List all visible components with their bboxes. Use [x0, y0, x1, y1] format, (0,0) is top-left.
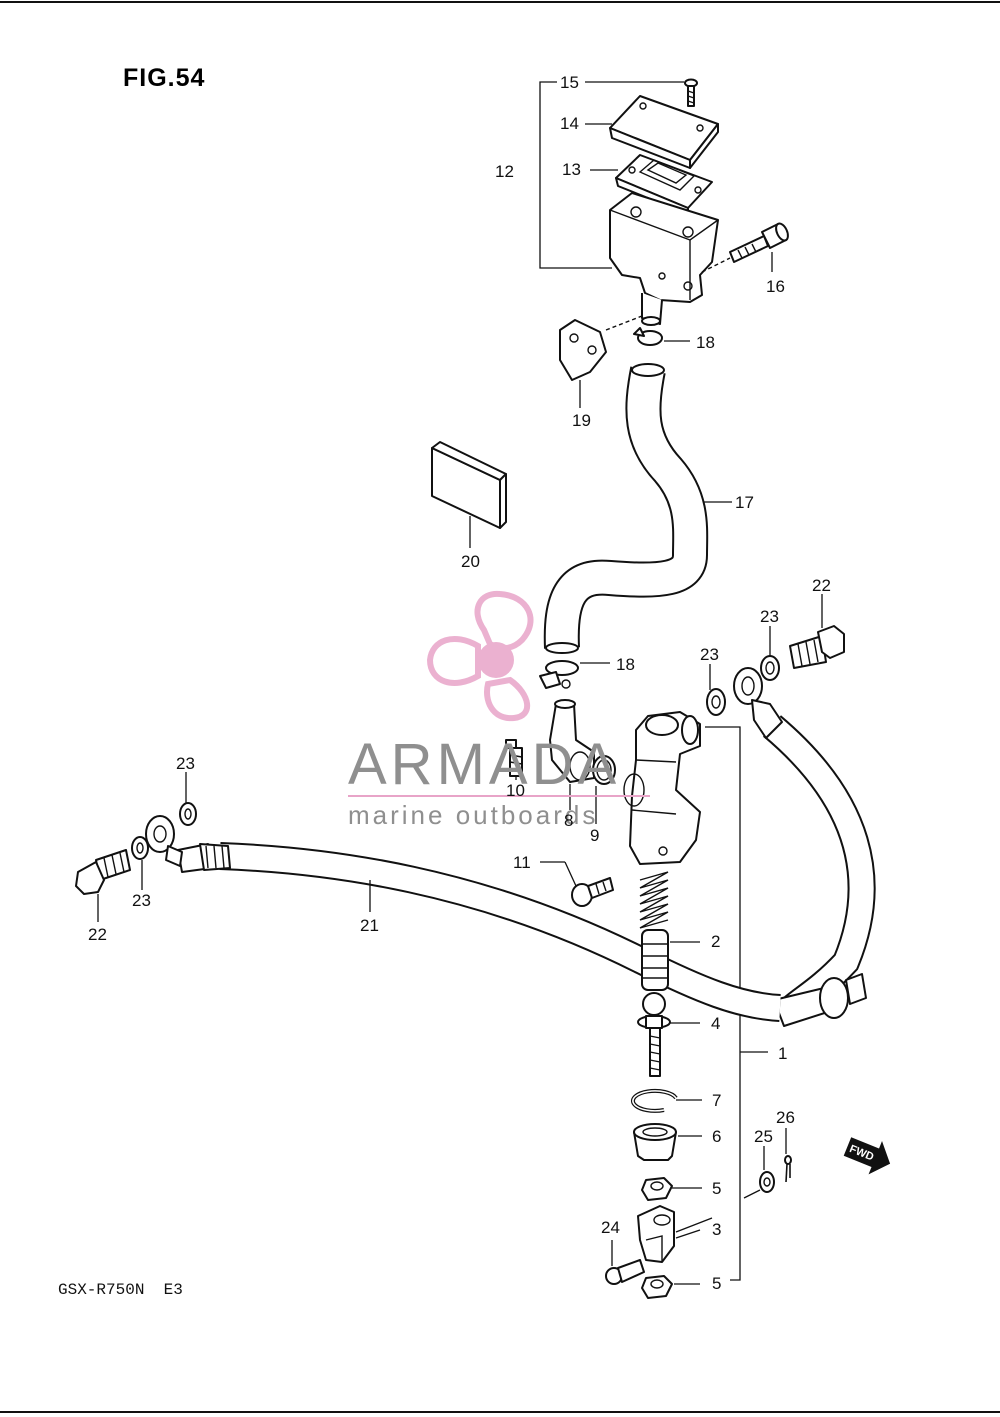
model-code: GSX-R750N E3 — [58, 1281, 183, 1299]
callout-2: 2 — [711, 932, 720, 951]
forward-direction-arrow: FWD — [843, 1137, 891, 1175]
circlip-7 — [631, 1088, 678, 1113]
caution-label-20 — [431, 441, 507, 529]
callout-26: 26 — [776, 1108, 795, 1127]
hose-clamp-18-lower — [539, 660, 579, 689]
screw-11 — [571, 877, 614, 907]
callout-24: 24 — [601, 1218, 620, 1237]
watermark-tagline: marine outboards — [348, 800, 598, 830]
brake-hose-21 — [145, 815, 781, 1022]
hose-clamp-18-upper — [633, 327, 663, 346]
union-bolt-22-right — [789, 625, 845, 669]
figure-title: FIG.54 — [123, 64, 205, 92]
callout-25: 25 — [754, 1127, 773, 1146]
callout-5-upper: 5 — [712, 1179, 721, 1198]
spacer-plate-19 — [559, 319, 607, 381]
callout-11: 11 — [513, 853, 531, 872]
callout-14: 14 — [560, 114, 579, 133]
hose-joint-8 — [549, 699, 595, 783]
callout-5-lower: 5 — [712, 1274, 721, 1293]
reservoir-hose-17 — [543, 363, 709, 654]
callout-23-upper-right: 23 — [760, 607, 779, 626]
nut-5-lower — [641, 1275, 673, 1299]
callout-23-left-lower: 23 — [132, 891, 151, 910]
callout-21: 21 — [360, 916, 379, 935]
brake-hose-right — [733, 667, 876, 1027]
callout-3: 3 — [712, 1220, 721, 1239]
callout-17: 17 — [735, 493, 754, 512]
callout-6: 6 — [712, 1127, 721, 1146]
screw-15 — [684, 78, 698, 107]
callout-16: 16 — [766, 277, 785, 296]
callout-7: 7 — [712, 1091, 721, 1110]
callout-4: 4 — [711, 1014, 720, 1033]
callout-23-mid: 23 — [700, 645, 719, 664]
master-cylinder-body — [623, 711, 701, 865]
clevis-3 — [637, 1205, 675, 1263]
washer-25 — [759, 1171, 775, 1193]
callout-22-left: 22 — [88, 925, 107, 944]
callout-13: 13 — [562, 160, 581, 179]
callout-23-left-upper: 23 — [176, 754, 195, 773]
union-bolt-22-left — [75, 849, 131, 895]
callout-22-right: 22 — [812, 576, 831, 595]
piston-cup-2 — [641, 929, 669, 991]
reservoir-cap-14 — [609, 95, 719, 169]
o-ring-9 — [592, 755, 616, 785]
washer-23-left-lower — [131, 836, 149, 860]
callout-9: 9 — [590, 826, 599, 845]
callout-20: 20 — [461, 552, 480, 571]
washer-23-mid — [706, 688, 726, 716]
dust-boot-6 — [633, 1123, 677, 1161]
callout-1: 1 — [778, 1044, 787, 1063]
callout-18-lower: 18 — [616, 655, 635, 674]
washer-23-left-upper — [179, 802, 197, 826]
bolt-16 — [729, 222, 789, 263]
washer-23-upper — [760, 655, 780, 681]
reservoir-body — [609, 192, 719, 326]
cotter-pin-26 — [784, 1155, 792, 1183]
callout-labels: 15 14 13 12 16 18 19 17 20 22 23 23 18 1… — [88, 73, 831, 1293]
callout-10: 10 — [506, 781, 525, 800]
watermark-brand: ARMADA — [348, 732, 620, 797]
return-spring-2 — [639, 871, 669, 929]
push-rod-4 — [637, 992, 671, 1077]
callout-18-upper: 18 — [696, 333, 715, 352]
clevis-pin-24 — [605, 1259, 645, 1285]
propeller-logo-icon — [426, 590, 534, 722]
callout-8: 8 — [564, 811, 573, 830]
armada-watermark: ARMADA marine outboards — [348, 590, 650, 830]
reservoir-assembly — [539, 78, 789, 326]
callout-19: 19 — [572, 411, 591, 430]
nut-5-upper — [641, 1177, 673, 1201]
callout-15: 15 — [560, 73, 579, 92]
callout-12: 12 — [495, 162, 514, 181]
